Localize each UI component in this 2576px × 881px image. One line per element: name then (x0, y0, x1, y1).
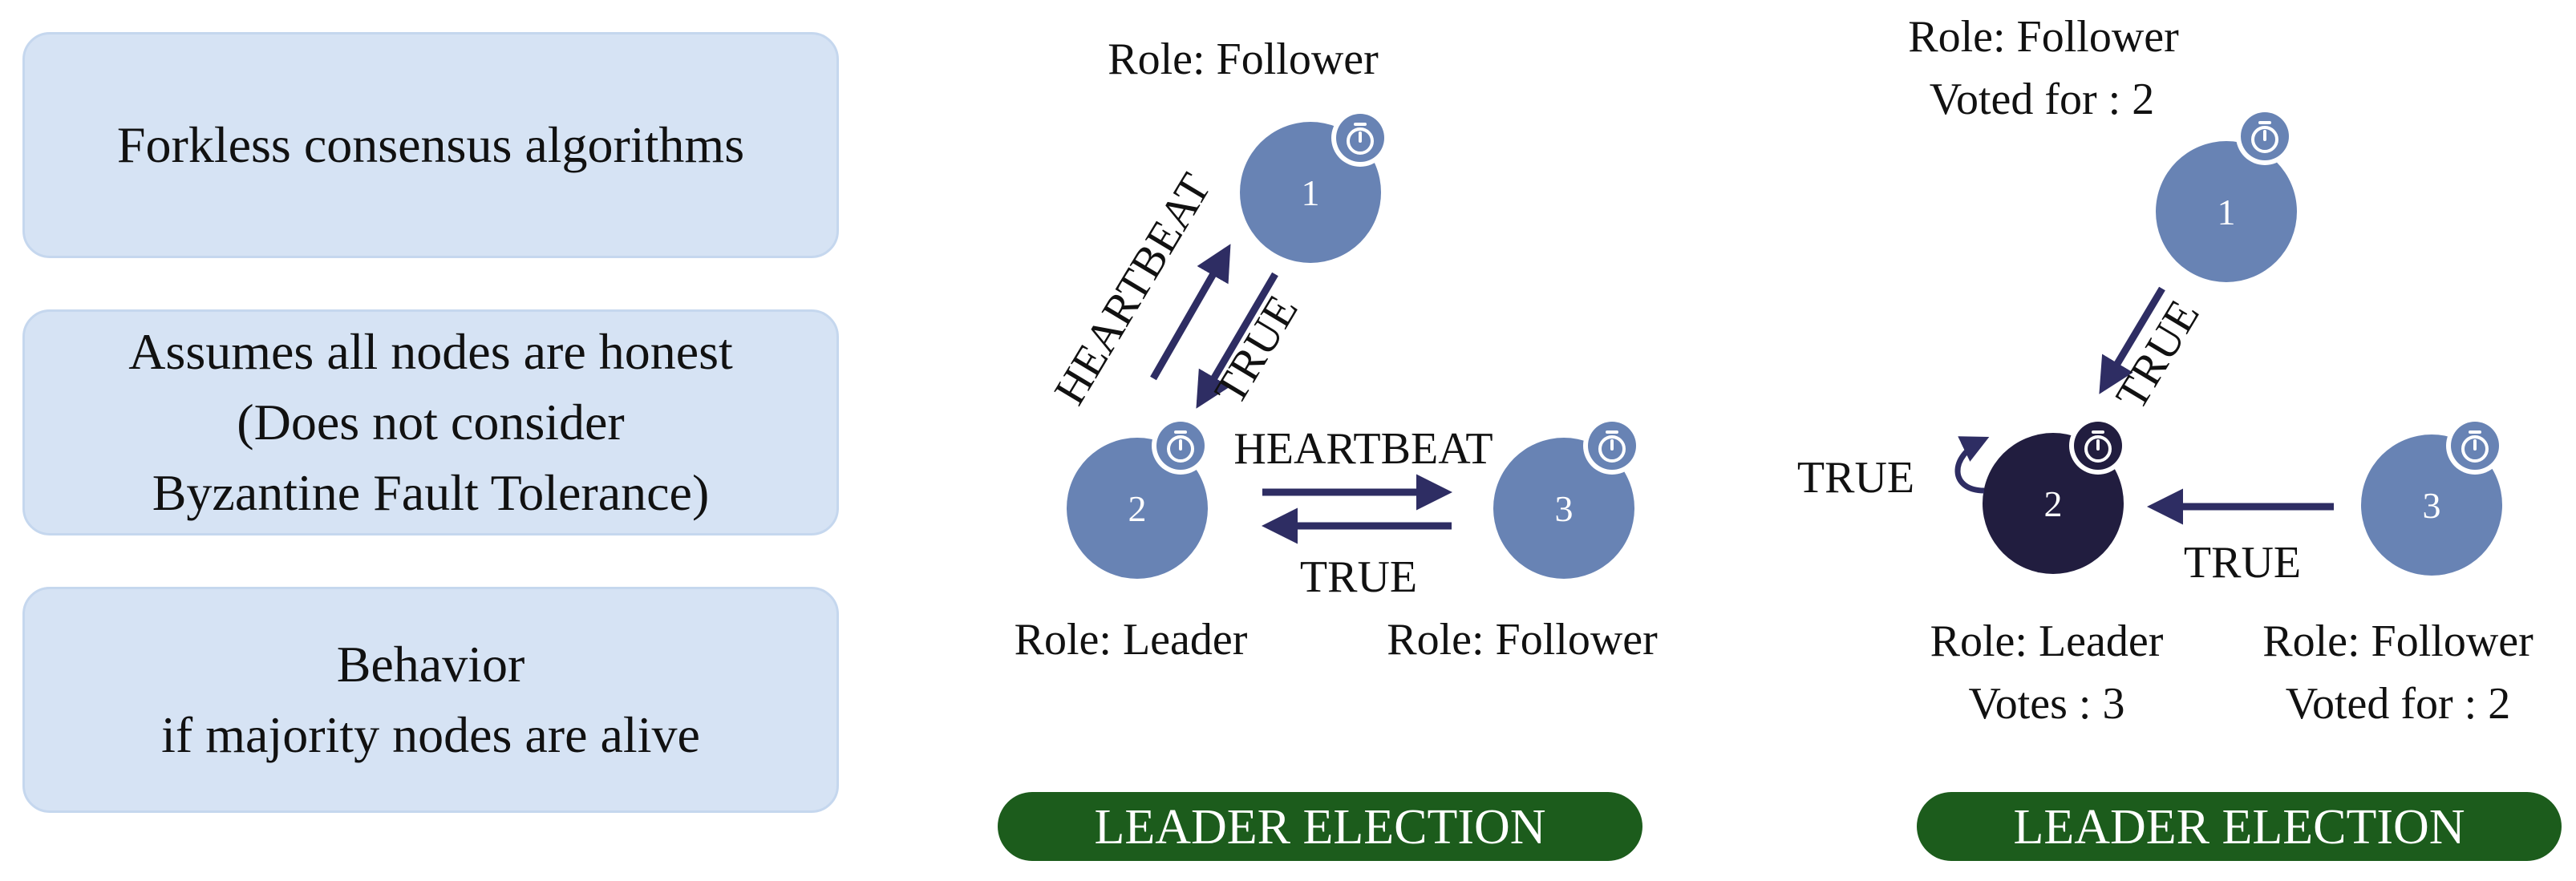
timer-icon (2234, 106, 2295, 167)
panel-2: Role: Follower Voted for : 2 1 2 Role: L… (1797, 12, 2562, 861)
node-3-role: Role: Follower (1387, 615, 1658, 665)
msg-heartbeat-3: HEARTBEAT (1233, 424, 1493, 474)
badge-label: LEADER ELECTION (1094, 800, 1545, 855)
arrow-heartbeat-to-1 (1150, 244, 1231, 381)
card-line: (Does not consider (237, 394, 625, 451)
node-2-id: 2 (2044, 483, 2063, 524)
node-1-role: Role: Follower (1908, 12, 2179, 62)
node-2-id: 2 (1128, 488, 1147, 529)
node-2-role: Role: Leader (1930, 616, 2164, 666)
card-line: Forkless consensus algorithms (116, 116, 745, 173)
node-3-role: Role: Follower (2262, 616, 2533, 666)
node-1-id: 1 (2218, 192, 2236, 232)
card-line: if majority nodes are alive (161, 706, 700, 763)
timer-icon (2444, 415, 2505, 476)
node-3 (1493, 438, 1634, 579)
leader-election-badge (1917, 792, 2562, 861)
msg-heartbeat-1: HEARTBEAT (1045, 165, 1221, 413)
timer-icon (2068, 415, 2128, 476)
timer-icon (1150, 415, 1211, 476)
msg-true-self: TRUE (1797, 453, 1914, 503)
node-1-role: Role: Follower (1108, 34, 1379, 84)
node-2-role: Role: Leader (1015, 615, 1248, 665)
card-line: Byzantine Fault Tolerance) (152, 464, 710, 521)
msg-true-3: TRUE (2184, 538, 2301, 588)
leader-election-badge (998, 792, 1642, 861)
card-behavior: Behavior if majority nodes are alive (22, 587, 839, 813)
msg-true-1: TRUE (1205, 287, 1307, 413)
panel-1: 1 Role: Follower 2 Role: Leader 3 Role: … (998, 34, 1658, 861)
node-3-voted: Voted for : 2 (2286, 679, 2511, 729)
node-3-id: 3 (2423, 485, 2441, 526)
node-3-id: 3 (1555, 488, 1574, 529)
timer-icon (1582, 415, 1642, 476)
card-honest-nodes: Assumes all nodes are honest (Does not c… (22, 309, 839, 535)
timer-icon (1330, 107, 1391, 168)
arrow-vote-1-to-2 (2099, 286, 2165, 394)
card-line: Behavior (336, 636, 525, 693)
arrow-true-to-2 (1196, 272, 1278, 409)
card-line: Assumes all nodes are honest (128, 323, 733, 380)
arrow-self-vote (1954, 436, 1990, 494)
node-1-voted: Voted for : 2 (1930, 75, 2155, 124)
node-2-votes: Votes : 3 (1969, 679, 2125, 729)
badge-label: LEADER ELECTION (2013, 800, 2465, 855)
node-1 (2156, 141, 2297, 282)
msg-true-3: TRUE (1300, 552, 1417, 602)
node-1-id: 1 (1302, 172, 1320, 213)
card-forkless: Forkless consensus algorithms (22, 32, 839, 258)
